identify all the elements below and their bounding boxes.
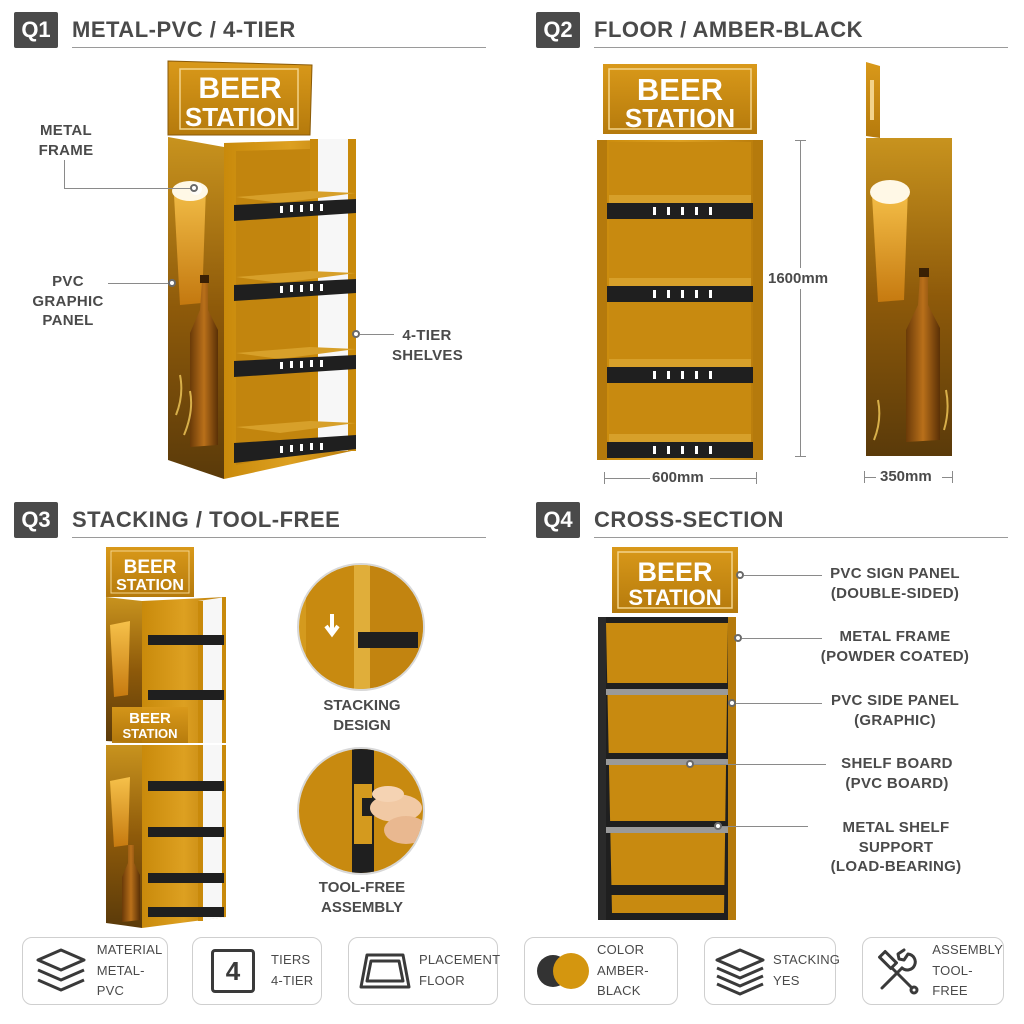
height-dimension-label: 1600mm xyxy=(768,268,829,289)
cross-section-view: BEER STATION xyxy=(598,547,738,920)
spec-label: STACKING xyxy=(773,952,841,968)
floor-tray-icon xyxy=(357,939,413,1003)
spec-tile-material: MATERIAL METAL-PVC xyxy=(22,937,168,1005)
arrow-down-icon xyxy=(324,614,340,638)
spec-value: AMBER-BLACK xyxy=(597,962,649,999)
spec-value: METAL-PVC xyxy=(96,962,145,999)
spec-value: TOOL-FREE xyxy=(932,962,973,999)
tools-icon xyxy=(871,939,926,1003)
spec-value: 4-TIER xyxy=(271,973,314,988)
sign-text-beer: BEER xyxy=(198,72,282,105)
spec-label: ASSEMBLY xyxy=(932,941,1003,957)
callout-metal-frame: METAL FRAME (POWDER COATED) xyxy=(820,628,970,665)
section-title: STACKING / TOOL-FREE xyxy=(72,507,341,532)
callout-pvc-side-panel: PVC SIDE PANEL (GRAPHIC) xyxy=(830,692,960,729)
spec-tile-assembly: ASSEMBLY TOOL-FREE xyxy=(862,937,1004,1005)
shelf-board xyxy=(606,683,728,895)
sign-text-station: STATION xyxy=(116,577,184,594)
width-dimension-label: 600mm xyxy=(652,469,704,486)
spec-tile-placement: PLACEMENT FLOOR xyxy=(348,937,501,1005)
toolfree-detail-circle xyxy=(297,747,425,875)
sign-text-station: STATION xyxy=(122,726,177,741)
section-badge: Q4 xyxy=(536,502,580,538)
callout-metal-shelf-support: METAL SHELF SUPPORT (LOAD-BEARING) xyxy=(830,819,962,875)
header-rule xyxy=(594,537,1008,538)
shelf-lip xyxy=(607,442,753,458)
callout-metal-frame: METAL FRAME xyxy=(38,122,94,159)
display-stand-front-view: BEER STATION xyxy=(597,64,763,460)
section-badge: Q3 xyxy=(14,502,58,538)
sign-text-beer: BEER xyxy=(637,557,712,587)
sign-text-station: STATION xyxy=(625,103,735,133)
section-header-q4: Q4 CROSS-SECTION xyxy=(536,502,784,538)
callout-shelves: 4-TIER SHELVES xyxy=(392,327,464,364)
callout-dot xyxy=(714,822,722,830)
callout-dot xyxy=(736,571,744,579)
display-stand-side-view xyxy=(866,62,952,456)
callout-dot xyxy=(352,330,360,338)
header-rule xyxy=(72,47,486,48)
section-header-q3: Q3 STACKING / TOOL-FREE xyxy=(14,502,340,538)
header-rule xyxy=(72,537,486,538)
section-title: METAL-PVC / 4-TIER xyxy=(72,17,296,42)
height-dimension-line xyxy=(800,140,801,456)
shelf-lip xyxy=(607,203,753,219)
sign-text-beer: BEER xyxy=(124,557,177,578)
shelf-lip xyxy=(607,286,753,302)
callout-pvc-panel: PVC GRAPHIC PANEL xyxy=(32,273,104,329)
section-header-q1: Q1 METAL-PVC / 4-TIER xyxy=(14,12,296,48)
sign-text-beer: BEER xyxy=(637,72,723,107)
spec-label: MATERIAL xyxy=(96,941,163,957)
sign-text-beer: BEER xyxy=(129,710,171,727)
stack-icon xyxy=(713,939,767,1003)
callout-pvc-sign-panel: PVC SIGN PANEL (DOUBLE-SIDED) xyxy=(830,565,960,602)
spec-value: YES xyxy=(773,973,800,988)
callout-dot xyxy=(686,760,694,768)
spec-tile-tiers: 4 TIERS 4-TIER xyxy=(192,937,322,1005)
depth-dimension-label: 350mm xyxy=(880,468,932,485)
shelf-tier-3 xyxy=(234,347,356,377)
spec-tile-color: COLOR AMBER-BLACK xyxy=(524,937,678,1005)
spec-label: COLOR xyxy=(597,941,645,957)
color-swatch-icon xyxy=(533,939,591,1003)
number-four-icon: 4 xyxy=(201,939,265,1003)
header-rule xyxy=(594,47,1008,48)
spec-label: TIERS xyxy=(271,952,311,968)
display-stand-angled-view: BEER STATION xyxy=(167,60,356,479)
section-badge: Q1 xyxy=(14,12,58,48)
section-badge: Q2 xyxy=(536,12,580,48)
callout-dot xyxy=(728,699,736,707)
section-header-q2: Q2 FLOOR / AMBER-BLACK xyxy=(536,12,863,48)
callout-shelf-board: SHELF BOARD (PVC BOARD) xyxy=(841,755,953,792)
layers-icon xyxy=(31,939,91,1003)
spec-label: PLACEMENT xyxy=(419,952,501,968)
shelf-tier-2 xyxy=(234,271,356,301)
spec-tile-stacking: STACKING YES xyxy=(704,937,840,1005)
shelf-lip xyxy=(607,367,753,383)
section-title: FLOOR / AMBER-BLACK xyxy=(594,17,863,42)
stacking-design-label: STACKING DESIGN xyxy=(323,697,401,734)
section-title: CROSS-SECTION xyxy=(594,507,784,532)
toolfree-assembly-label: TOOL-FREE ASSEMBLY xyxy=(318,879,406,916)
sign-text-station: STATION xyxy=(185,102,295,132)
shelf-tier-1 xyxy=(234,191,356,221)
sign-text-station: STATION xyxy=(628,585,721,610)
spec-value: FLOOR xyxy=(419,973,465,988)
callout-dot xyxy=(734,634,742,642)
callout-dot xyxy=(190,184,198,192)
stacked-display-units: BEER STATION BEER STATION xyxy=(106,547,226,928)
stacking-detail-circle xyxy=(297,563,425,691)
shelf-tier-4 xyxy=(234,421,356,463)
callout-dot xyxy=(168,279,176,287)
